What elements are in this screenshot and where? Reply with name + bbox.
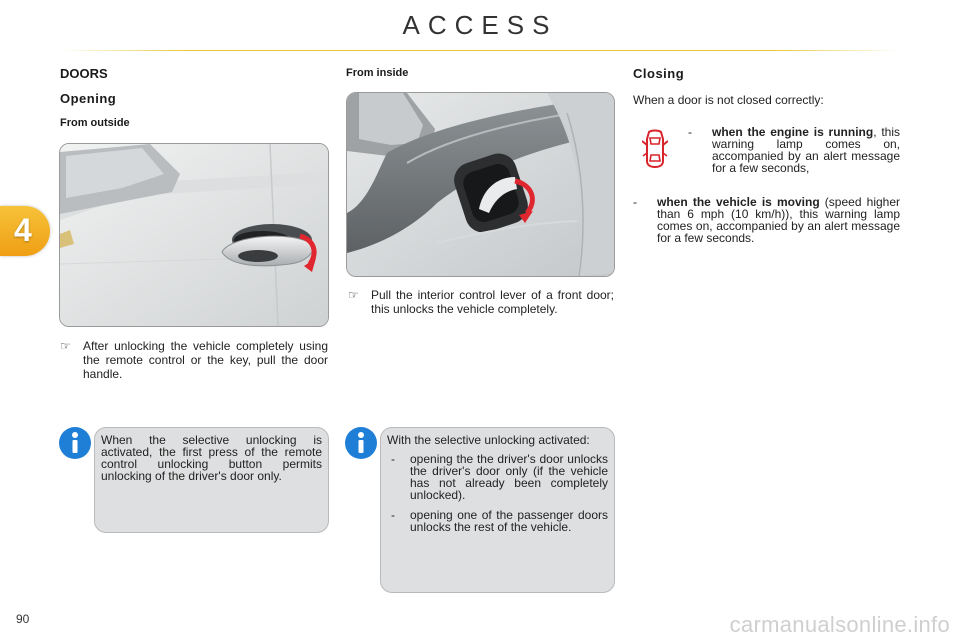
info-list-item-text: opening the the driver's door unlocks th…: [410, 452, 608, 502]
watermark: carmanualsonline.info: [729, 612, 950, 637]
outside-instruction: ☞ After unlocking the vehicle completely…: [60, 339, 328, 381]
condition-text: , this warning lamp comes on, accompanie…: [712, 125, 901, 175]
info-icon: [345, 427, 377, 459]
closing-intro: When a door is not closed correctly:: [633, 93, 824, 107]
condition-vehicle-moving: - when the vehicle is moving (speed high…: [633, 195, 901, 245]
info-list-item-text: opening one of the passenger doors unloc…: [410, 508, 608, 534]
info-text-selective-unlocking-activated: With the selective unlocking activated: …: [387, 434, 608, 541]
subheading-from-inside: From inside: [346, 67, 409, 79]
chapter-number: 4: [14, 212, 32, 248]
info-text-selective-unlocking: When the selective unlocking is activate…: [101, 433, 322, 483]
condition-text: (speed higher than 6 mph (10 km/h)), thi…: [657, 195, 901, 245]
inside-instruction-text: Pull the interior control lever of a fro…: [371, 288, 614, 316]
inside-door-lever-illustration: [346, 92, 615, 277]
outside-door-handle-illustration: [59, 143, 329, 327]
page-title: ACCESS: [402, 10, 558, 40]
condition-engine-running: - when the engine is running, this warni…: [688, 125, 901, 175]
info-list-item: - opening the the driver's door unlocks …: [391, 452, 608, 502]
inside-instruction: ☞ Pull the interior control lever of a f…: [348, 288, 614, 316]
outside-instruction-text: After unlocking the vehicle completely u…: [83, 339, 328, 381]
door-open-warning-lamp-icon: [642, 129, 668, 169]
section-heading-doors: DOORS: [60, 66, 108, 81]
subheading-closing: Closing: [633, 66, 685, 81]
subheading-opening: Opening: [60, 91, 117, 106]
pointing-hand-icon: ☞: [348, 288, 359, 302]
info-intro: With the selective unlocking activated:: [387, 433, 590, 447]
subheading-from-outside: From outside: [60, 117, 130, 129]
info-list-item: - opening one of the passenger doors unl…: [391, 508, 608, 534]
condition-bold: when the engine is running: [712, 125, 874, 139]
title-rule: [60, 50, 900, 51]
page-number: 90: [16, 612, 30, 626]
info-box-selective-unlocking-activated: [380, 427, 615, 593]
info-box-selective-unlocking: [94, 427, 329, 533]
condition-bold: when the vehicle is moving: [657, 195, 820, 209]
chapter-tab[interactable]: 4: [0, 206, 50, 256]
info-icon: [59, 427, 91, 459]
pointing-hand-icon: ☞: [60, 339, 71, 353]
